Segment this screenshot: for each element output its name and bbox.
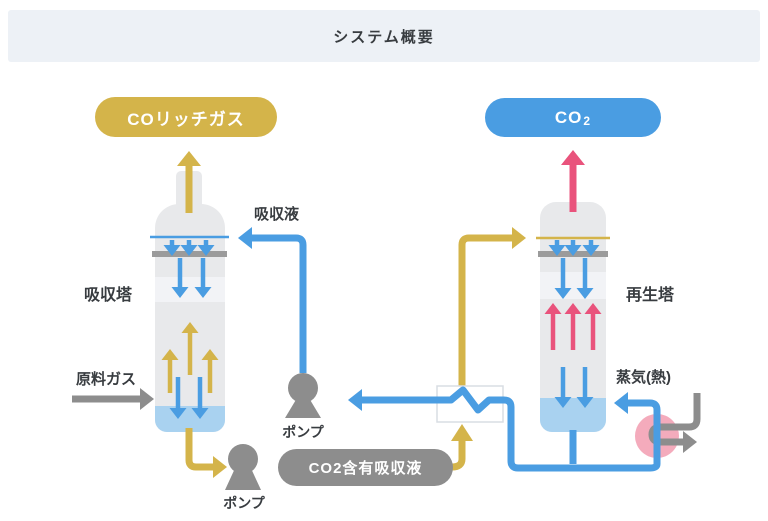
co2-out-arrow xyxy=(561,150,585,212)
absorber-liquid xyxy=(155,406,225,432)
absorber-liquid-down-arrows xyxy=(163,240,215,419)
pump-mid-label: ポンプ xyxy=(282,424,324,440)
rich-solvent-pill: CO2含有吸収液 xyxy=(278,449,453,486)
co-rich-gas-out-arrow xyxy=(177,151,201,213)
pump-mid xyxy=(285,373,321,418)
absorbent-return-pipe xyxy=(238,227,307,373)
feed-gas-label: 原料ガス xyxy=(76,371,137,388)
absorber-stripe xyxy=(155,277,225,302)
regenerator-liquid-down-arrows xyxy=(548,240,600,408)
pump-left-label: ポンプ xyxy=(223,495,265,511)
rich-solvent-riser-pipe xyxy=(451,227,526,471)
feed-gas-arrow xyxy=(72,388,154,410)
absorber-gas-up-arrows xyxy=(161,322,219,393)
regenerator-label: 再生塔 xyxy=(626,287,675,304)
co2-pill-subscript: 2 xyxy=(583,113,592,128)
pump-left xyxy=(225,444,261,490)
page-title: システム概要 xyxy=(8,10,760,62)
rich-solvent-pipe-to-pump xyxy=(185,428,227,478)
steam-label: 蒸気(熱) xyxy=(616,369,671,386)
regenerator-liquid xyxy=(540,398,606,432)
lean-solvent-pipe-loop xyxy=(348,386,661,472)
regenerator-vapor-up-arrows xyxy=(544,303,602,350)
co-rich-gas-pill: COリッチガス xyxy=(95,97,277,137)
absorber-tower xyxy=(155,204,225,432)
regenerator-stripe xyxy=(540,272,606,299)
co2-pill-base: CO xyxy=(554,107,583,127)
absorber-label: 吸収塔 xyxy=(84,287,133,304)
absorbent-label: 吸収液 xyxy=(254,206,300,223)
reboiler-return-pipe xyxy=(614,392,661,464)
